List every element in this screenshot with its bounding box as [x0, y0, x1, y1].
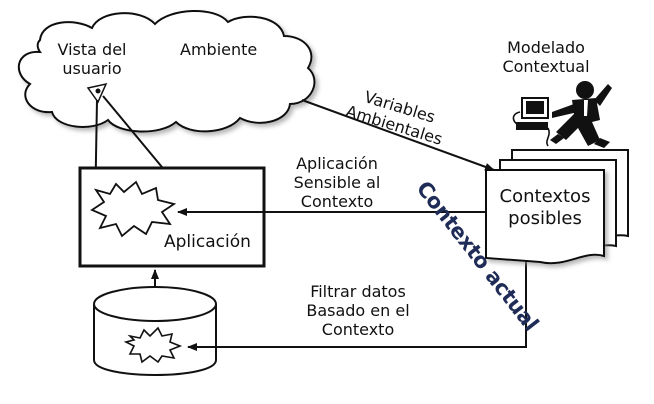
application-label: Aplicación — [164, 232, 251, 252]
possible-contexts-documents — [485, 149, 629, 265]
database-burst-icon — [123, 326, 183, 364]
environment-label: Ambiente — [180, 40, 258, 59]
filter-data-label: Filtrar datos Basado en el Contexto — [306, 282, 410, 339]
context-aware-application-label: Aplicación Sensible al Contexto — [293, 154, 381, 211]
user-view-label: Vista del usuario — [57, 40, 127, 78]
contextual-modeling-label: Modelado Contextual — [502, 38, 590, 76]
contextual-modeling-figure-icon — [512, 81, 612, 148]
application-burst-icon — [90, 180, 177, 238]
arrow-environment-to-contexts — [301, 99, 495, 171]
user-eye-icon — [86, 82, 108, 104]
arrow-contexts-to-database — [187, 252, 527, 351]
environment-cloud — [17, 10, 316, 133]
possible-contexts-label: Contextos posibles — [499, 186, 591, 229]
